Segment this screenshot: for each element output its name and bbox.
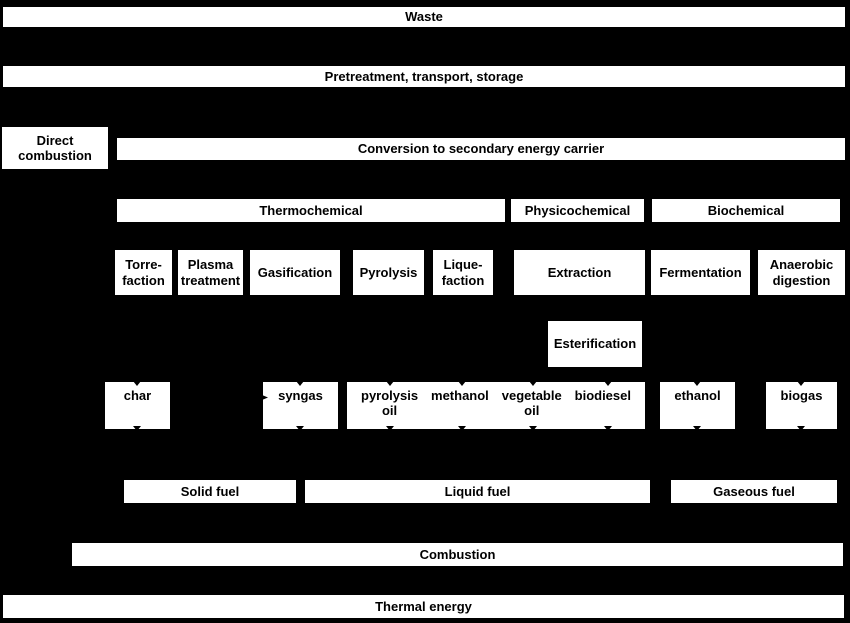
fuel-gaseous: Gaseous fuel (671, 480, 837, 503)
product-ethanol: ethanol (660, 381, 735, 431)
process-extraction: Extraction (514, 250, 645, 295)
process-label: Esterification (553, 336, 637, 352)
category-label: Thermochemical (259, 202, 363, 218)
node-conversion-to-secondary-energy-carrier: Conversion to secondary energy carrier (117, 138, 845, 160)
process-gasification: Gasification (250, 250, 340, 295)
node-label: Direct combustion (18, 132, 92, 163)
category-thermochemical: Thermochemical (117, 199, 505, 222)
node-direct-combustion: Direct combustion (2, 127, 108, 169)
product-label: char (123, 388, 152, 403)
product-label: biodiesel (574, 388, 631, 403)
product-char: char (105, 381, 170, 431)
category-biochemical: Biochemical (652, 199, 840, 222)
product-label: ethanol (674, 388, 721, 403)
arrowhead-icon (529, 381, 537, 386)
node-label: Combustion (419, 546, 496, 562)
node-label: Thermal energy (375, 598, 472, 614)
node-waste: Waste (3, 7, 845, 27)
arrowhead-icon (386, 381, 394, 386)
process-label: Anaerobic digestion (769, 257, 834, 288)
arrowhead-icon (296, 381, 304, 386)
arrowhead-icon (386, 426, 394, 431)
arrowhead-icon (797, 381, 805, 386)
process-liquefaction: Lique- faction (433, 250, 493, 295)
node-label: Pretreatment, transport, storage (324, 68, 524, 84)
fuel-solid: Solid fuel (124, 480, 296, 503)
arrowhead-icon (296, 426, 304, 431)
arrowhead-icon (797, 426, 805, 431)
fuel-label: Solid fuel (180, 483, 240, 499)
arrowhead-icon (693, 426, 701, 431)
process-esterification: Esterification (548, 321, 642, 367)
node-label: Conversion to secondary energy carrier (357, 141, 605, 157)
process-label: Extraction (547, 264, 612, 280)
process-anaerobic-digestion: Anaerobic digestion (758, 250, 845, 295)
product-label: biogas (780, 388, 823, 403)
process-label: Fermentation (659, 264, 742, 280)
category-label: Physicochemical (524, 202, 631, 218)
arrowhead-icon (262, 395, 268, 400)
process-plasma-treatment: Plasma treatment (178, 250, 243, 295)
process-label: Torre- faction (122, 257, 165, 288)
arrowhead-icon (133, 381, 141, 386)
category-physicochemical: Physicochemical (511, 199, 644, 222)
product-label: pyrolysis oil (361, 388, 419, 419)
node-combustion: Combustion (72, 543, 843, 566)
product-label: methanol (431, 388, 489, 403)
fuel-liquid: Liquid fuel (305, 480, 650, 503)
process-torrefaction: Torre- faction (115, 250, 172, 295)
product-biogas: biogas (766, 381, 837, 431)
process-pyrolysis: Pyrolysis (353, 250, 424, 295)
node-label: Waste (405, 9, 443, 25)
node-pretreatment-transport-storage: Pretreatment, transport, storage (3, 66, 845, 87)
product-syngas: syngas (262, 381, 338, 431)
arrowhead-icon (693, 381, 701, 386)
category-label: Biochemical (707, 202, 785, 218)
process-label: Pyrolysis (359, 264, 418, 280)
product-group-liquids: pyrolysis oil methanol vegetable oil bio… (347, 381, 645, 431)
fuel-label: Liquid fuel (444, 483, 511, 499)
arrowhead-icon (133, 426, 141, 431)
arrowhead-icon (529, 426, 537, 431)
product-label: syngas (278, 388, 323, 403)
product-label: vegetable oil (501, 388, 562, 419)
arrowhead-icon (604, 381, 612, 386)
node-thermal-energy: Thermal energy (3, 595, 844, 618)
arrowhead-icon (458, 381, 466, 386)
process-label: Gasification (257, 264, 333, 280)
arrowhead-icon (458, 426, 466, 431)
fuel-label: Gaseous fuel (713, 483, 795, 499)
process-label: Lique- faction (441, 257, 485, 288)
process-fermentation: Fermentation (651, 250, 750, 295)
arrowhead-icon (604, 426, 612, 431)
process-label: Plasma treatment (180, 257, 241, 288)
